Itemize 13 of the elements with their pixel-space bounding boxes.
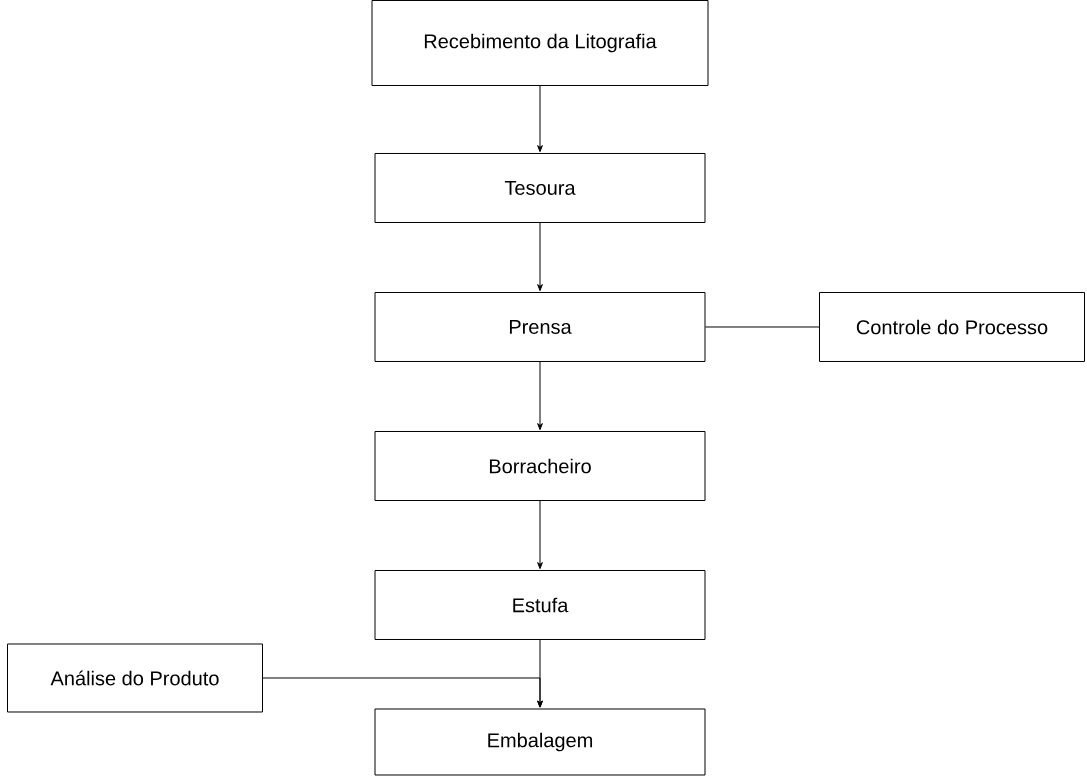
- process-box: Embalagem: [374, 708, 706, 776]
- process-box: Tesoura: [374, 153, 706, 223]
- process-box: Borracheiro: [374, 431, 706, 501]
- arrow: [537, 361, 543, 431]
- arrow: [537, 85, 543, 153]
- arrow: [537, 222, 543, 292]
- process-box: Prensa: [374, 292, 706, 362]
- process-box: Recebimento da Litografia: [371, 0, 709, 86]
- process-box: Estufa: [374, 570, 706, 640]
- process-box: Análise do Produto: [7, 643, 263, 713]
- arrow: [262, 677, 543, 708]
- arrow: [537, 500, 543, 570]
- process-box: Controle do Processo: [819, 292, 1085, 362]
